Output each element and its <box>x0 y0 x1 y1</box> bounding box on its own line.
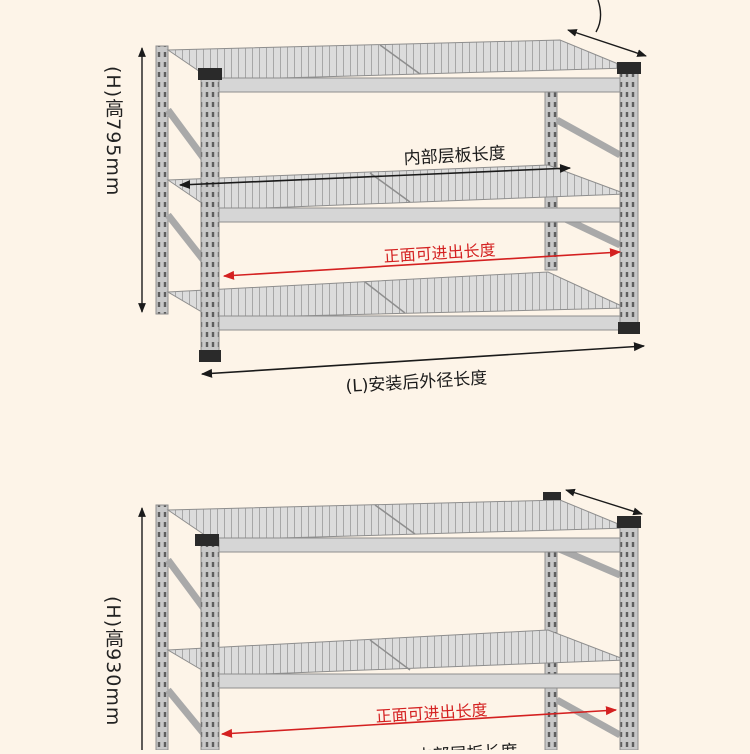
shelf-deck-bottom <box>166 271 627 319</box>
post-cap <box>543 492 561 500</box>
front-post-right <box>619 63 639 333</box>
front-post-right <box>619 521 639 751</box>
shelf-unit-bottom <box>155 492 641 751</box>
back-post-left <box>155 45 169 315</box>
shelf-unit-top <box>155 39 641 362</box>
front-access-length-label: 正面可进出长度 <box>383 240 496 266</box>
post-cap <box>198 68 222 80</box>
front-post-left <box>200 539 220 751</box>
front-beam-middle <box>211 207 631 223</box>
shelf-deck-top <box>166 499 629 541</box>
height-label-top: (H)高795mm <box>102 66 124 197</box>
post-cap <box>617 62 641 74</box>
height-label-bottom: (H)高930mm <box>102 596 124 727</box>
front-beam-bottom <box>211 315 631 331</box>
outer-length-label: (L)安装后外径长度 <box>345 368 488 397</box>
post-foot <box>618 322 640 334</box>
post-cap <box>617 516 641 528</box>
front-access-length-label: 正面可进出长度 <box>375 700 488 726</box>
back-post-left <box>155 504 169 751</box>
shelf-deck-top <box>166 39 629 81</box>
front-beam-top <box>211 537 631 553</box>
dimension-lines-top: 内部层板长度 正面可进出长度 (L)安装后外径长度 <box>138 0 647 397</box>
front-beam-top <box>211 77 631 93</box>
inner-shelf-length-label: 内部层板长度 <box>415 742 518 750</box>
front-beam-middle <box>211 673 631 689</box>
post-cap <box>195 534 219 546</box>
inner-shelf-length-label: 内部层板长度 <box>403 144 506 169</box>
post-foot <box>199 350 221 362</box>
front-post-left <box>200 69 220 361</box>
